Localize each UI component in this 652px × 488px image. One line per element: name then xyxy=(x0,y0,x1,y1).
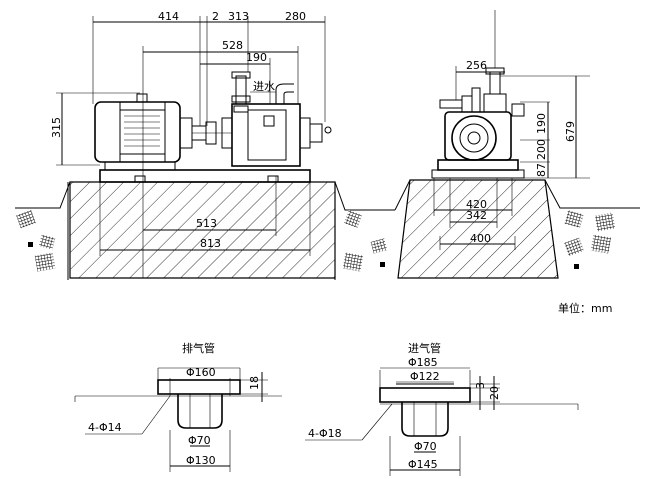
exhaust-holes: 4-Φ14 xyxy=(88,421,122,434)
soil-block xyxy=(564,237,584,257)
dim-528: 528 xyxy=(222,39,243,52)
unit-label: 单位：mm xyxy=(558,301,612,315)
end-dim-200: 200 xyxy=(535,139,548,160)
water-inlet-label: 进水 xyxy=(253,80,275,93)
end-dim-420: 420 xyxy=(466,198,487,211)
soil-block xyxy=(344,210,362,228)
dim-315: 315 xyxy=(50,117,63,138)
exhaust-phi130: Φ130 xyxy=(186,454,216,467)
intake-holes: 4-Φ18 xyxy=(308,427,342,440)
end-foundation xyxy=(397,179,559,279)
dim-313: 313 xyxy=(228,10,249,23)
side-view: 414 2 313 280 528 190 进水 315 513 xyxy=(15,10,395,280)
soil-block xyxy=(590,234,612,254)
end-pump-casing xyxy=(451,115,497,161)
exhaust-dim-18: 18 xyxy=(248,376,261,390)
intake-phi185: Φ185 xyxy=(408,356,438,369)
soil-block xyxy=(16,209,36,229)
end-pump-body xyxy=(444,111,512,161)
base-plate xyxy=(99,169,311,183)
exhaust-phi70: Φ70 xyxy=(188,434,211,447)
end-dim-87: 87 xyxy=(535,163,548,177)
dim-513: 513 xyxy=(196,217,217,230)
exhaust-pipe-title: 排气管 xyxy=(182,341,215,355)
exhaust-phi160: Φ160 xyxy=(186,366,216,379)
side-top-dimensions: 414 2 313 280 528 190 进水 xyxy=(92,10,326,278)
soil-block xyxy=(564,210,584,228)
end-dim-342: 342 xyxy=(466,209,487,222)
dim-280: 280 xyxy=(285,10,306,23)
dim-190: 190 xyxy=(246,51,267,64)
dim-414: 414 xyxy=(158,10,179,23)
soil-block xyxy=(342,252,364,272)
soil-block xyxy=(34,252,56,272)
intake-phi145: Φ145 xyxy=(408,458,438,471)
exhaust-flange-detail: 排气管 Φ160 18 4-Φ14 Φ70 Φ130 xyxy=(74,341,282,472)
pump xyxy=(221,71,332,167)
intake-flange-detail: 进气管 Φ185 Φ122 3 20 4-Φ18 Φ70 Φ145 xyxy=(305,341,579,476)
intake-phi70: Φ70 xyxy=(414,440,437,453)
side-foundation-dimensions: 513 813 xyxy=(99,176,311,256)
soil-block xyxy=(370,238,388,254)
soil-block xyxy=(38,234,56,250)
intake-phi122: Φ122 xyxy=(410,370,440,383)
motor xyxy=(94,93,193,171)
side-height-dimension: 315 xyxy=(50,92,140,166)
intake-dim-3: 3 xyxy=(474,382,487,389)
soil-block xyxy=(594,212,616,232)
end-dim-190: 190 xyxy=(535,113,548,134)
intake-pipe-title: 进气管 xyxy=(408,341,441,355)
end-dim-679: 679 xyxy=(564,121,577,142)
intake-dim-20: 20 xyxy=(488,386,501,400)
end-dim-400: 400 xyxy=(470,232,491,245)
end-view: 256 190 200 87 679 420 342 400 xyxy=(394,10,640,279)
dim-2: 2 xyxy=(212,10,219,23)
end-dim-256: 256 xyxy=(466,59,487,72)
coupling xyxy=(191,121,232,145)
dim-813: 813 xyxy=(200,237,221,250)
